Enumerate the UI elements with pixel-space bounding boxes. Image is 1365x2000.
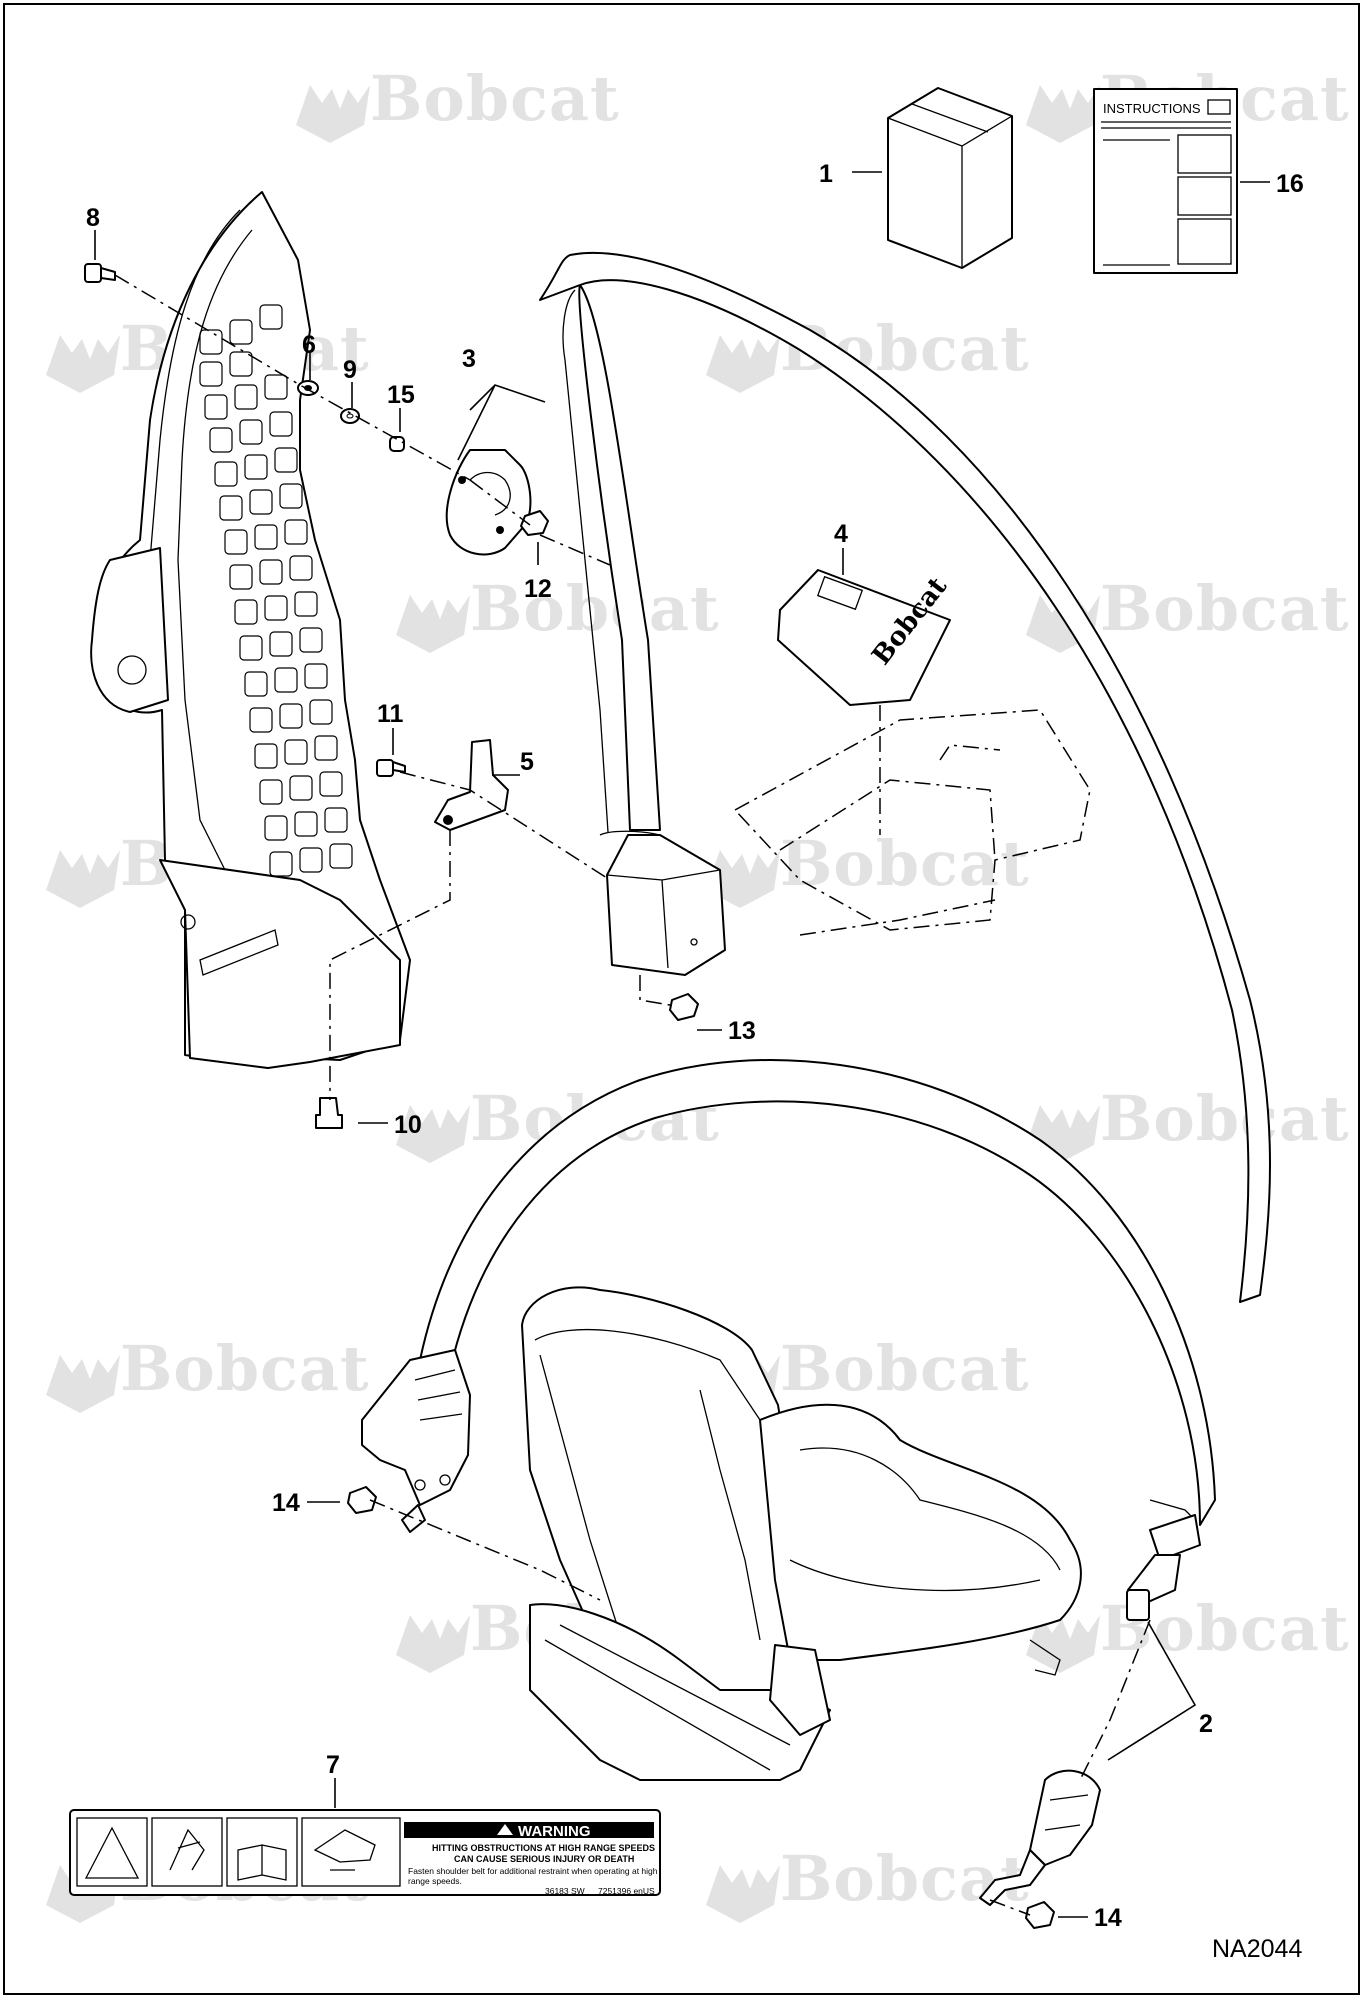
drawing-number: NA2044 [1212, 1935, 1302, 1963]
part-bolt-11 [376, 759, 406, 777]
part-bracket-5 [434, 739, 509, 831]
part-nut-13 [669, 993, 699, 1021]
callout-8: 8 [86, 204, 100, 232]
callout-1: 1 [819, 160, 833, 188]
svg-text:Bobcat: Bobcat [470, 572, 720, 645]
svg-text:7251396 enUS: 7251396 enUS [598, 1886, 655, 1896]
part-washer-9 [340, 408, 360, 424]
callout-16: 16 [1276, 170, 1304, 198]
svg-text:Bobcat: Bobcat [780, 827, 1030, 900]
part-box [887, 87, 1013, 269]
svg-text:Bobcat: Bobcat [370, 62, 620, 135]
part-instructions-sheet: INSTRUCTIONS [1093, 88, 1238, 274]
part-buckle [979, 1769, 1101, 1906]
watermark: Bobcat [396, 572, 720, 653]
leader-lines [94, 171, 1270, 1918]
watermark: Bobcat [46, 1332, 370, 1413]
svg-text:range speeds.: range speeds. [408, 1876, 462, 1886]
svg-text:Bobcat: Bobcat [780, 1332, 1030, 1405]
callout-12: 12 [524, 575, 552, 603]
part-warning-decal: WARNING HITTING OBSTRUCTIONS AT HIGH RAN… [69, 1809, 661, 1896]
callout-14-right: 14 [1094, 1904, 1122, 1932]
part-mounting-frame [734, 709, 1091, 936]
svg-text:HITTING OBSTRUCTIONS AT HIGH R: HITTING OBSTRUCTIONS AT HIGH RANGE SPEED… [432, 1843, 655, 1853]
part-latch-anchor-left [361, 1349, 471, 1533]
svg-text:Bobcat: Bobcat [1100, 1082, 1350, 1155]
callout-4: 4 [834, 520, 848, 548]
callout-9: 9 [343, 356, 357, 384]
part-belt-tongue [1126, 1514, 1201, 1621]
part-seat-back-panel [90, 191, 411, 1069]
callout-labels: 1 2 3 4 5 6 7 8 9 10 11 12 13 14 14 15 1… [86, 160, 1304, 1932]
assembly-lines [114, 274, 1151, 1916]
callout-7: 7 [326, 1751, 340, 1779]
callout-14-left: 14 [272, 1489, 300, 1517]
drawing-frame [3, 3, 1360, 1995]
part-bolt-10 [315, 1097, 343, 1129]
watermark: Bobcat [706, 827, 1030, 908]
callout-11: 11 [377, 700, 404, 728]
watermark: Bobcat [1026, 1592, 1349, 1673]
part-nut-12 [520, 510, 549, 536]
svg-text:Bobcat: Bobcat [1100, 572, 1350, 645]
part-bolt-8 [84, 263, 116, 283]
part-seat-assembly [521, 1286, 1082, 1781]
callout-13: 13 [728, 1017, 756, 1045]
part-belt-guide [445, 449, 532, 556]
part-nut-14-right [1025, 1901, 1055, 1929]
watermark: Bobcat [296, 62, 620, 143]
svg-text:CAN CAUSE SERIOUS INJURY OR DE: CAN CAUSE SERIOUS INJURY OR DEATH [454, 1854, 634, 1864]
callout-3: 3 [462, 345, 476, 373]
svg-text:WARNING: WARNING [518, 1823, 591, 1840]
part-nut-14-left [347, 1486, 377, 1514]
part-spacer-15 [389, 436, 405, 452]
callout-5: 5 [520, 748, 534, 776]
callout-10: 10 [394, 1111, 422, 1139]
part-cover-plate: Bobcat [777, 569, 953, 706]
watermark: Bobcat [706, 1842, 1029, 1923]
callout-2: 2 [1199, 1710, 1213, 1738]
part-shoulder-belt [539, 251, 1271, 1303]
svg-text:Fasten shoulder belt for addit: Fasten shoulder belt for additional rest… [408, 1866, 658, 1876]
svg-text:INSTRUCTIONS: INSTRUCTIONS [1103, 101, 1201, 116]
svg-text:36183 SW: 36183 SW [545, 1886, 585, 1896]
callout-15: 15 [387, 381, 415, 409]
svg-text:Bobcat: Bobcat [120, 1332, 370, 1405]
callout-6: 6 [302, 331, 316, 359]
watermark: Bobcat [1026, 1082, 1350, 1163]
